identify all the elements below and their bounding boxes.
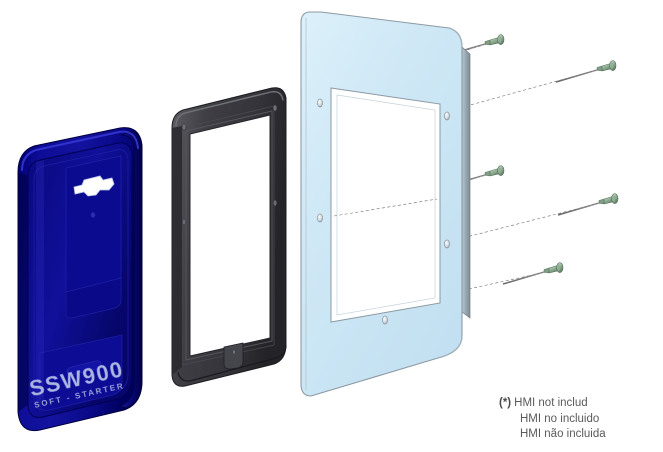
housing-top-rim [21,130,139,171]
plate-hole-top-left [317,98,323,108]
gasket-boss-top-right [272,104,278,112]
gasket-boss-top-left [181,123,187,131]
plate-hole-mid-right [444,239,450,249]
plate-hmi-cutout [330,87,441,323]
plate-cutout-bevel [336,94,436,316]
gasket-tab-hole [232,349,236,355]
housing-pinhole [91,212,95,218]
gasket-top-bead [175,90,284,127]
housing-recess-oval [66,360,102,376]
plate-hole-top-right [444,111,450,121]
plate-hole-bottom-center [382,315,388,325]
hmi-footnote-block: (*)HMI not includ HMI no incluido HMI nã… [499,396,659,443]
mounting-plate-part [300,11,471,397]
gasket-boss-mid-right [272,199,278,207]
gasket-bottom-tab [223,342,244,370]
footnote-text-en: HMI not includ [514,397,588,409]
housing-side-wall [118,131,143,409]
gasket-inner-bevel [185,110,273,361]
screw-2 [555,59,617,83]
housing-highlight-streak [36,160,44,404]
screw-4 [557,192,619,216]
gasket-boss-mid-left [181,218,187,226]
plate-depth-edge [461,46,471,319]
plate-corner-arc-top [448,27,463,48]
soft-starter-housing-part: SSW900 SOFT - STARTER [17,127,143,432]
plate-hidden-centerline [333,198,438,217]
gasket-inner-opening [189,114,271,357]
gasket-left-shadow [172,126,182,375]
gasket-frame-part [171,87,287,387]
gasket-bottom-edge [177,344,287,382]
footnote-line-en: (*)HMI not includ [499,396,659,412]
plate-corner-arc-bottom [437,335,463,359]
housing-hmi-bay-lower [65,277,122,319]
housing-recess-ring [33,149,129,410]
screw-5 [502,261,564,285]
housing-left-shadow [18,172,28,412]
plate-hole-mid-left [317,213,323,223]
footnote-marker: (*) [499,397,512,409]
footnote-line-pt: HMI não incluida [520,428,606,440]
housing-hmi-bay [65,155,122,293]
housing-connector-cutout [73,175,115,197]
footnote-line-es: HMI no incluido [520,412,600,425]
